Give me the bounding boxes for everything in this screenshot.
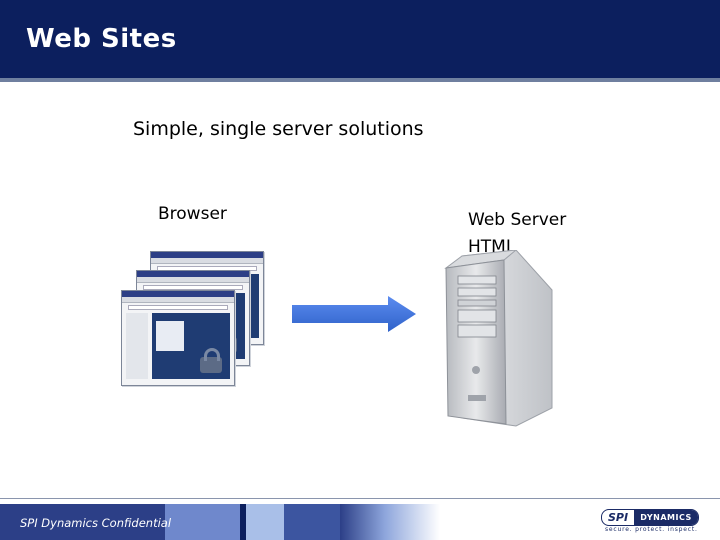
spi-dynamics-logo: SPI DYNAMICS secure. protect. inspect. bbox=[601, 509, 697, 536]
browser-label: Browser bbox=[158, 204, 227, 224]
slide-title: Web Sites bbox=[26, 24, 177, 54]
logo-spi: SPI bbox=[602, 510, 634, 525]
logo-tagline: secure. protect. inspect. bbox=[605, 526, 698, 533]
server-tower-icon bbox=[444, 250, 556, 428]
arrow-right-icon bbox=[292, 296, 416, 332]
footer-band bbox=[340, 504, 440, 540]
header-divider bbox=[0, 78, 720, 82]
footer-band bbox=[165, 504, 240, 540]
footer-band bbox=[246, 504, 284, 540]
footer-divider bbox=[0, 498, 720, 499]
logo-dynamics: DYNAMICS bbox=[634, 510, 698, 525]
logo-pill: SPI DYNAMICS bbox=[601, 509, 699, 526]
browser-window-icon bbox=[121, 290, 235, 386]
footer-band bbox=[284, 504, 340, 540]
footer-confidential: SPI Dynamics Confidential bbox=[20, 516, 171, 530]
server-label-line1: Web Server bbox=[468, 207, 566, 234]
slide-subtitle: Simple, single server solutions bbox=[133, 118, 424, 140]
title-bar: Web Sites bbox=[0, 0, 720, 78]
